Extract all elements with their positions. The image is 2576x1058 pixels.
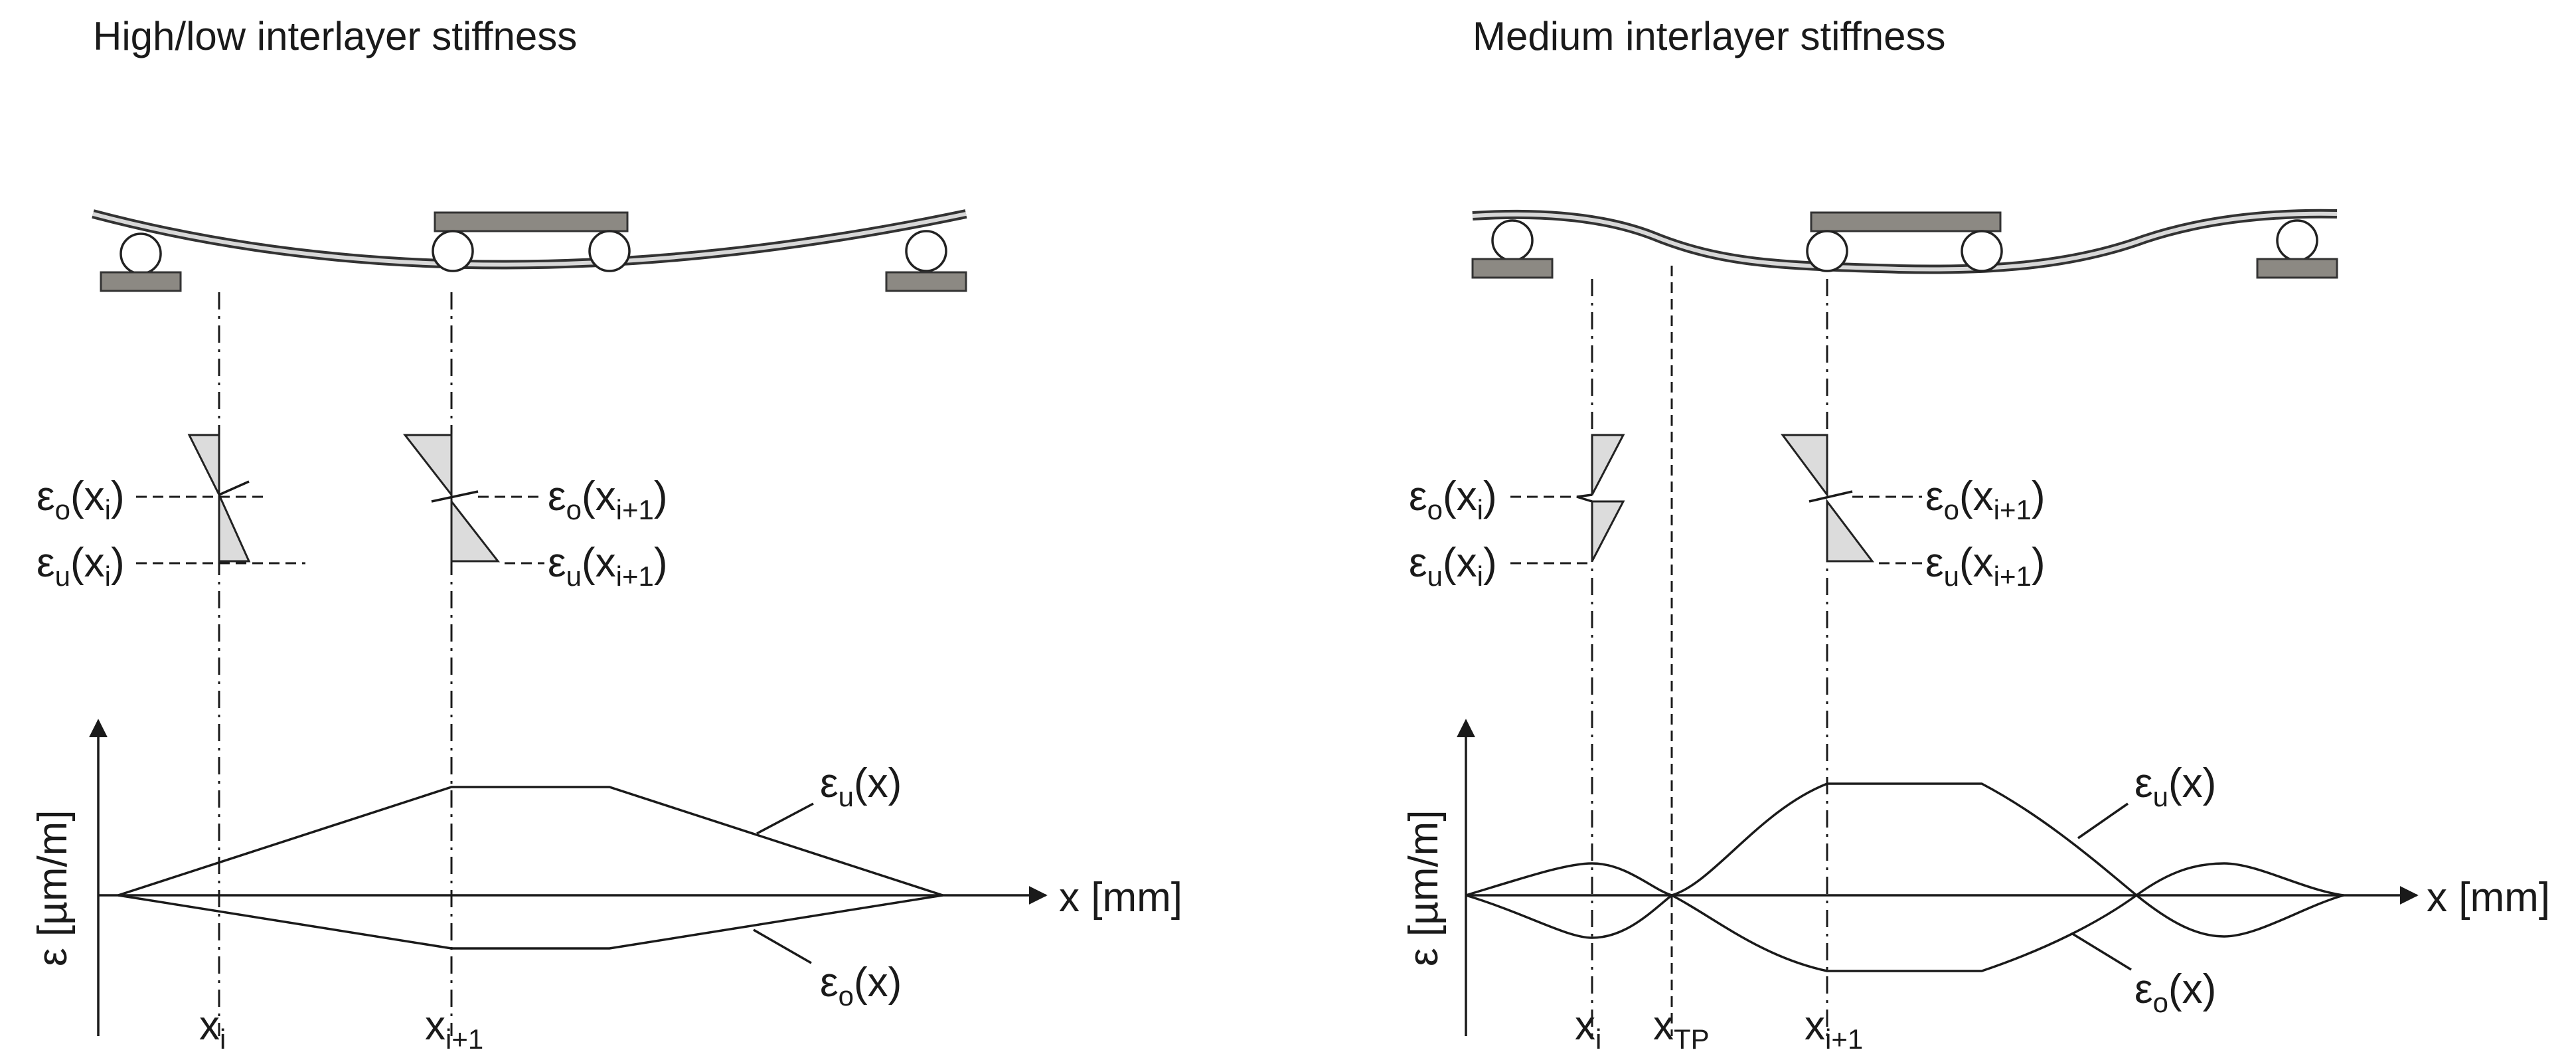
strain-label-eu-xi: εu(xi) bbox=[37, 540, 125, 592]
strain-label-eo-xi: εo(xi) bbox=[1409, 474, 1497, 525]
curve-label-eo: εo(x) bbox=[820, 960, 902, 1012]
strain-triangle-upper bbox=[1591, 434, 1625, 495]
strain-profile-xi1 bbox=[1781, 434, 1922, 565]
support-right bbox=[2256, 258, 2338, 279]
roller-left bbox=[120, 232, 162, 275]
curve-label-eu: εu(x) bbox=[2134, 760, 2216, 812]
load-plate bbox=[434, 211, 629, 232]
x-tick-xi: xi bbox=[1575, 1003, 1601, 1055]
beam-core bbox=[1472, 211, 2338, 272]
x-tick-xi1: xi+1 bbox=[1805, 1003, 1863, 1055]
roller-load-left bbox=[432, 230, 474, 272]
strain-label-eo-xi1: εo(xi+1) bbox=[1925, 474, 2046, 525]
x-tick-xtp: xTP bbox=[1653, 1003, 1710, 1055]
support-left bbox=[1471, 258, 1554, 279]
y-axis-label: ε [µm/m] bbox=[1401, 810, 1447, 966]
strain-profile-xi bbox=[1510, 434, 1625, 565]
strain-triangle-upper bbox=[402, 434, 453, 498]
roller-load-right bbox=[1961, 230, 2003, 272]
beam-setup bbox=[1471, 209, 2338, 279]
strain-label-eu-xi1: εu(xi+1) bbox=[1925, 540, 2046, 592]
curve-label-eu: εu(x) bbox=[820, 760, 902, 812]
x-axis-label: x [mm] bbox=[1059, 875, 1182, 921]
curve-eo bbox=[1465, 893, 2344, 972]
strain-label-eo-xi: εo(xi) bbox=[37, 474, 125, 525]
x-axis-label: x [mm] bbox=[2427, 875, 2550, 921]
y-axis-label: ε [µm/m] bbox=[30, 810, 76, 966]
curve-eu bbox=[118, 786, 943, 897]
panel-title: Medium interlayer stiffness bbox=[1473, 14, 1946, 58]
curve-label-eo: εo(x) bbox=[2134, 966, 2216, 1018]
strain-label-eu-xi: εu(xi) bbox=[1409, 540, 1497, 592]
curve-eo bbox=[118, 894, 943, 950]
curve-eu bbox=[1465, 782, 2344, 897]
roller-right bbox=[905, 230, 947, 272]
roller-left bbox=[1491, 219, 1534, 262]
load-plate bbox=[1810, 211, 2002, 232]
panel-title: High/low interlayer stiffness bbox=[93, 14, 577, 58]
strain-triangle-lower bbox=[1826, 498, 1875, 563]
strain-profile-xi1 bbox=[402, 434, 544, 565]
strain-triangle-upper bbox=[187, 434, 220, 495]
beam-core bbox=[92, 212, 967, 267]
strain-triangle-lower bbox=[218, 494, 251, 563]
support-left bbox=[100, 271, 182, 292]
beam-setup bbox=[92, 209, 967, 292]
panel-right: Medium interlayer stiffness bbox=[1401, 14, 2550, 1055]
strain-triangle-upper bbox=[1781, 434, 1828, 498]
roller-load-left bbox=[1806, 230, 1848, 272]
strain-profile-xi bbox=[136, 434, 305, 565]
strain-label-eu-xi1: εu(xi+1) bbox=[548, 540, 668, 592]
strain-triangle-lower bbox=[1591, 500, 1625, 562]
roller-load-right bbox=[588, 230, 631, 272]
strain-triangle-lower bbox=[450, 498, 501, 563]
x-tick-xi1: xi+1 bbox=[425, 1003, 483, 1055]
x-tick-xi: xi bbox=[199, 1003, 226, 1055]
support-right bbox=[885, 271, 967, 292]
roller-right bbox=[2276, 219, 2318, 262]
strain-label-eo-xi1: εo(xi+1) bbox=[548, 474, 668, 525]
panel-left: High/low interlayer stiffness bbox=[30, 14, 1182, 1055]
